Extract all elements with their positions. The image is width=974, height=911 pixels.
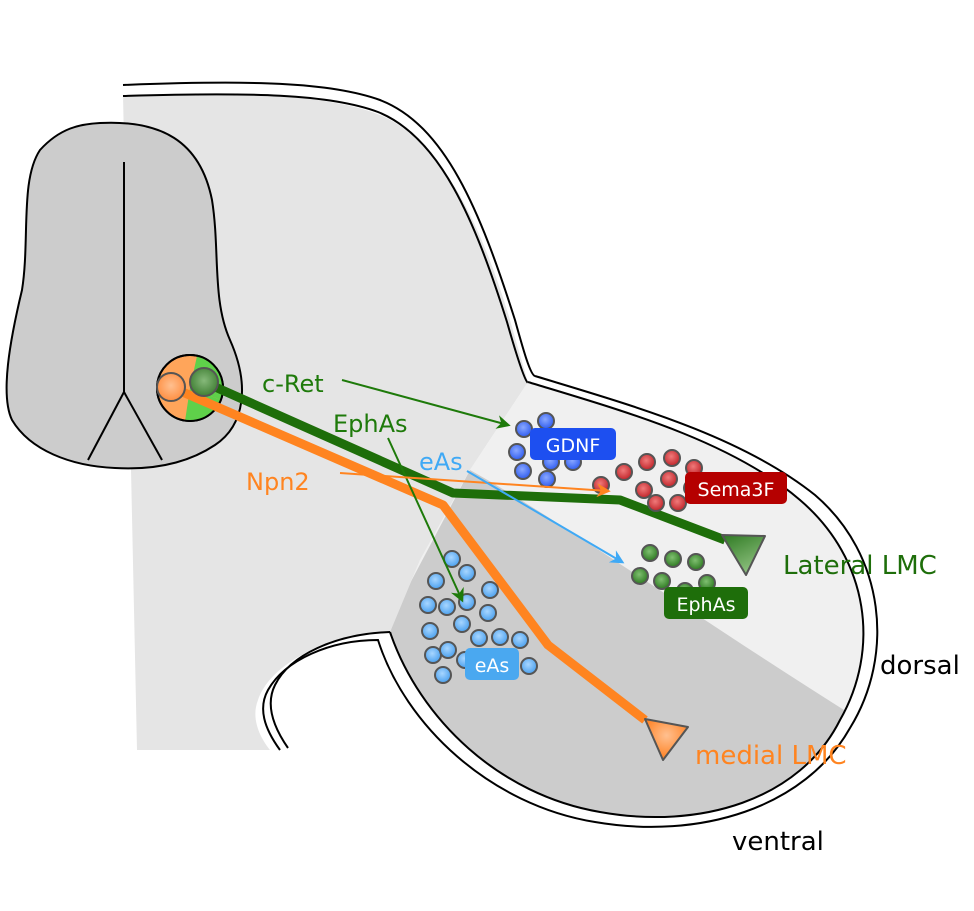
medial-lmc-growth-cone (644, 718, 689, 761)
sema3f-tag: Sema3F (685, 472, 787, 504)
c-ret-label: c-Ret (262, 370, 324, 398)
gdnf-dot (508, 443, 526, 461)
sema3f-dot (663, 449, 681, 467)
eas-tag-text: eAs (475, 655, 510, 677)
eas-dot (511, 631, 529, 649)
trunk-fill (123, 94, 528, 750)
sema3f-dot (635, 481, 653, 499)
gdnf-dot (537, 412, 555, 430)
gdnf-dot (515, 420, 533, 438)
eas-dot (439, 641, 457, 659)
ventral-label: ventral (732, 827, 824, 857)
ephas-receptor-label: EphAs (333, 410, 408, 438)
eas-dot-cluster (419, 550, 538, 684)
eas-arrow (466, 470, 625, 564)
sema3f-dot (660, 470, 678, 488)
gdnf-dot-cluster (508, 412, 599, 488)
eas-dot (479, 604, 497, 622)
gdnf-tag-text: GDNF (546, 435, 601, 457)
eas-dot (438, 598, 456, 616)
lateral-lmc-cell (189, 367, 219, 397)
c-ret-arrow (341, 379, 511, 429)
npn2-label: Npn2 (246, 468, 310, 496)
ephas-dot (631, 567, 649, 585)
sema3f-dot (669, 494, 687, 512)
eas-dot (481, 581, 499, 599)
medial-lmc-axon (169, 382, 648, 724)
ephas-dot (641, 544, 659, 562)
eas-dot (421, 622, 439, 640)
limb-inner-line (389, 381, 865, 818)
eas-dot (434, 666, 452, 684)
ephas-dot (653, 572, 671, 590)
gdnf-dot (538, 470, 556, 488)
ephas-dot (664, 550, 682, 568)
eas-dot (458, 564, 476, 582)
gdnf-dot (514, 462, 532, 480)
lateral-lmc-growth-cone (721, 534, 766, 576)
sema3f-tag-text: Sema3F (698, 479, 775, 501)
eas-tag: eAs (465, 648, 519, 680)
gdnf-tag: GDNF (530, 428, 616, 460)
eas-dot (419, 596, 437, 614)
sema3f-dot (638, 453, 656, 471)
limb-ventral-fill (390, 470, 860, 818)
ectoderm-outer-line (122, 81, 536, 377)
lateral-lmc-label: Lateral LMC (783, 551, 937, 581)
limb-outer-line (262, 375, 879, 828)
lateral-lmc-axon (202, 377, 727, 545)
ephas-arrow (387, 437, 464, 603)
eas-dot (491, 628, 509, 646)
floor-plate-right (123, 391, 163, 461)
dorsal-label: dorsal (880, 651, 960, 681)
eas-dot (453, 615, 471, 633)
trunk-region (122, 81, 536, 750)
eas-receptor-label: eAs (419, 448, 463, 476)
npn2-arrow (339, 472, 611, 498)
ephas-dot (687, 553, 705, 571)
ephas-tag: EphAs (664, 587, 748, 619)
eas-dot (520, 657, 538, 675)
ectoderm-inner-line (122, 93, 529, 384)
sema3f-dot (615, 463, 633, 481)
eas-dot (470, 629, 488, 647)
ephas-tag-text: EphAs (676, 594, 735, 616)
eas-dot (424, 646, 442, 664)
floor-plate-left (87, 391, 125, 461)
medial-lmc-label: medial LMC (695, 741, 847, 771)
eas-dot (427, 572, 445, 590)
limb-ventral-inner-line (269, 631, 391, 749)
sema3f-dot (647, 494, 665, 512)
medial-lmc-cell (156, 372, 186, 402)
